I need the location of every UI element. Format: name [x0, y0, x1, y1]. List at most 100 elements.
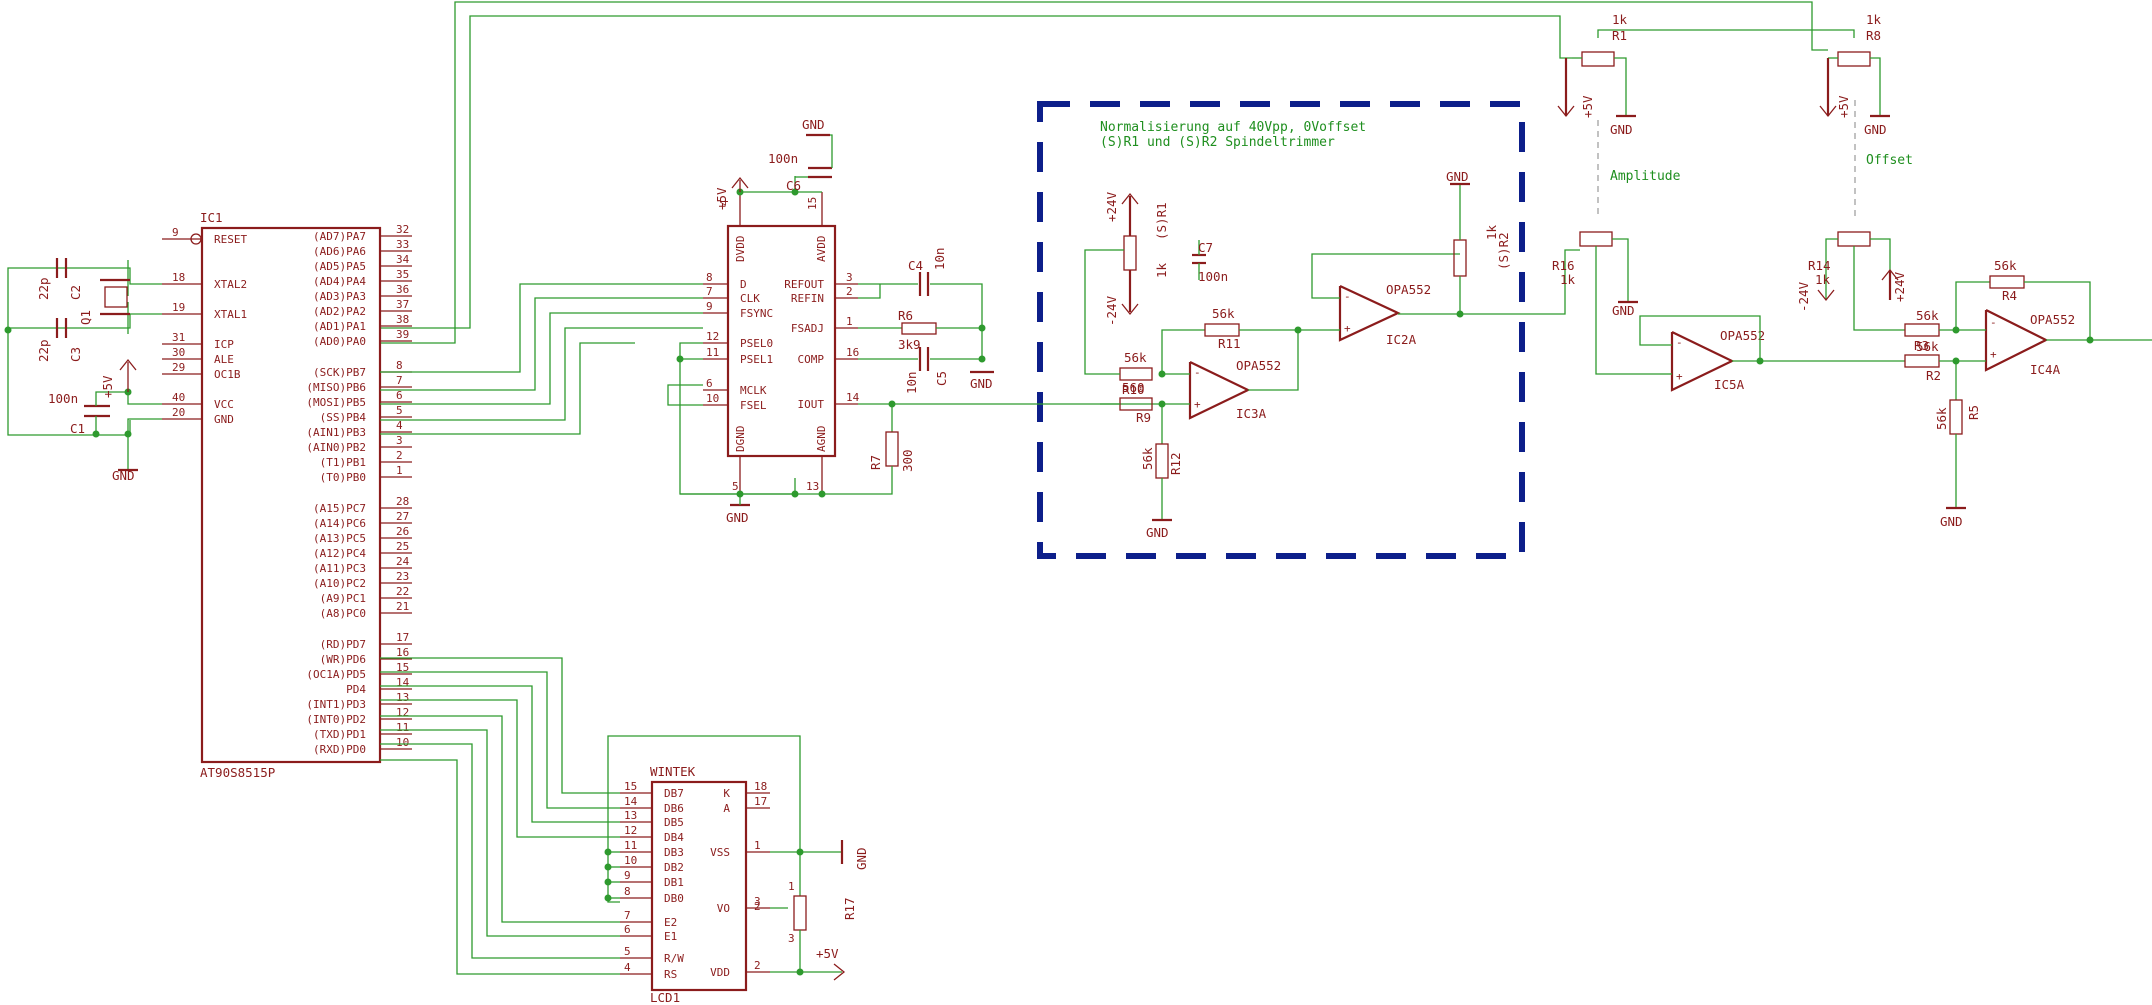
c5-value: 10n	[904, 371, 919, 394]
ic1-right-pin-name: (AD5)PA5	[313, 260, 366, 273]
ic1-right-pin-number: 26	[396, 525, 409, 538]
ic1-right-pin-name: (A15)PC7	[313, 502, 366, 515]
dds-right-pin-name: REFIN	[791, 292, 824, 305]
c1-value: 100n	[48, 391, 78, 406]
ic1-right-pin-number: 27	[396, 510, 409, 523]
ic1-left-pin-name: ALE	[214, 353, 234, 366]
c2-ref: C2	[68, 285, 83, 300]
dds-left-pin-number: 9	[706, 300, 713, 313]
dds-agnd: AGND	[815, 426, 828, 453]
ic1-right-pin-name: (AD3)PA3	[313, 290, 366, 303]
dds-pin-15: 15	[806, 197, 819, 210]
ic1-left-pin-number: 9	[172, 226, 179, 239]
oscillator-network: 22p C2 22p C3 Q1 100n C1	[4, 258, 162, 470]
lcd-left-pin-name: DB7	[664, 787, 684, 800]
dds-left-pin-name: FSEL	[740, 399, 767, 412]
sr2-value: 1k	[1484, 224, 1499, 240]
dds-gnd-label: GND	[726, 510, 749, 525]
dds-right-pin-number: 1	[846, 315, 853, 328]
ic1-right-pin-name: (WR)PD6	[320, 653, 366, 666]
lcd-left-pin-name: DB6	[664, 802, 684, 815]
dds-pin-13: 13	[806, 480, 819, 493]
dds-left-pin-number: 8	[706, 271, 713, 284]
ic1-right-pin-name: (A10)PC2	[313, 577, 366, 590]
c6-gnd-label: GND	[802, 117, 825, 132]
ic1-right-pin-number: 6	[396, 389, 403, 402]
ic4-value: OPA552	[2030, 312, 2075, 327]
ic1-right-pin-number: 34	[396, 253, 410, 266]
ic1-right-pin-number: 23	[396, 570, 409, 583]
ic1-right-pin-number: 35	[396, 268, 409, 281]
ic1-left-pin-name: OC1B	[214, 368, 241, 381]
dds-pin-4: 4	[718, 199, 731, 206]
dds-right-pin-number: 16	[846, 346, 859, 359]
ic1-right-pin-number: 28	[396, 495, 409, 508]
r1-ref: R1	[1612, 28, 1627, 43]
lcd-right-pin-name: VSS	[710, 846, 730, 859]
ic1-right-pin-number: 11	[396, 721, 409, 734]
r8-supply: +5V	[1836, 95, 1851, 118]
sr1-ref: (S)R1	[1154, 202, 1169, 240]
ic1-right-pin-number: 24	[396, 555, 410, 568]
ic3-minus: -	[1194, 366, 1201, 379]
ic1-right-pin-name: (AIN0)PB2	[306, 441, 366, 454]
ic1-right-pin-name: (SCK)PB7	[313, 366, 366, 379]
reset-inverter-bubble	[190, 233, 202, 245]
ic1-right-pin-number: 36	[396, 283, 409, 296]
ic1-right-pin-name: (AD7)PA7	[313, 230, 366, 243]
lcd-left-pin-number: 12	[624, 824, 637, 837]
r9-value: 560	[1122, 380, 1145, 395]
normalisation-frame	[1037, 101, 1525, 559]
ic1-left-pin-number: 20	[172, 406, 185, 419]
ic1-right-pin-number: 10	[396, 736, 409, 749]
ic1-left-pin-number: 29	[172, 361, 185, 374]
lcd-right-pin-number: 3	[754, 895, 761, 908]
ic1-gnd-label: GND	[112, 468, 135, 483]
lcd-left-pin-name: DB4	[664, 831, 684, 844]
r11-value: 56k	[1212, 306, 1235, 321]
ic1-right-pin-name: (MISO)PB6	[306, 381, 366, 394]
ic3-gnd-label: GND	[1146, 525, 1169, 540]
ic1-right-pin-name: (A14)PC6	[313, 517, 366, 530]
lcd-left-pin-name: E1	[664, 930, 677, 943]
ic1-right-pin-name: (A12)PC4	[313, 547, 366, 560]
ic1-right-pin-number: 8	[396, 359, 403, 372]
sr1-top-supply: +24V	[1104, 191, 1119, 222]
dds-output-network: GND 10n C4 R6 3k9 10n C5 R7 300	[818, 247, 1150, 498]
lcd-left-pin-number: 10	[624, 854, 637, 867]
ic1-right-pin-name: (T0)PB0	[320, 471, 366, 484]
dds-right-pin-number: 3	[846, 271, 853, 284]
lcd-value: WINTEK	[650, 764, 696, 779]
dds-left-pin-number: 7	[706, 285, 713, 298]
ic1-right-pin-name: (A11)PC3	[313, 562, 366, 575]
lcd-left-pin-name: DB1	[664, 876, 684, 889]
r17-ref: R17	[842, 897, 857, 920]
r14-value: 1k	[1815, 272, 1831, 287]
r1-value: 1k	[1612, 12, 1628, 27]
amplitude-control: GND R16 1k Amplitude GND 1k R1 +5V	[1552, 12, 1681, 375]
sr2-gnd-label: GND	[1446, 169, 1469, 184]
lcd-supply-label: +5V	[816, 946, 839, 961]
ic2-value: OPA552	[1386, 282, 1431, 297]
ic1-left-pin-name: XTAL1	[214, 308, 247, 321]
ic1-right-pin-name: (AD6)PA6	[313, 245, 366, 258]
ic1-right-pin-number: 4	[396, 419, 403, 432]
lcd-left-pin-name: DB0	[664, 892, 684, 905]
r16-ref: R16	[1552, 258, 1575, 273]
dds-right-pin-number: 2	[846, 285, 853, 298]
ic1-vcc-label: +5V	[100, 375, 115, 398]
ic1-left-pins: 9RESET18XTAL219XTAL131ICP30ALE29OC1B40VC…	[162, 226, 247, 426]
ic1-right-pin-number: 3	[396, 434, 403, 447]
ic1-left-pin-name: ICP	[214, 338, 234, 351]
dds-dvdd: DVDD	[734, 236, 747, 263]
ic1-right-pin-name: (RD)PD7	[320, 638, 366, 651]
c7-value: 100n	[1198, 269, 1228, 284]
ic1-right-pin-name: (AD2)PA2	[313, 305, 366, 318]
dds-left-pin-number: 11	[706, 346, 719, 359]
c3-value: 22p	[36, 339, 51, 362]
r10-ref: R10	[1122, 382, 1145, 397]
ic1-right-pin-name: (T1)PB1	[320, 456, 366, 469]
